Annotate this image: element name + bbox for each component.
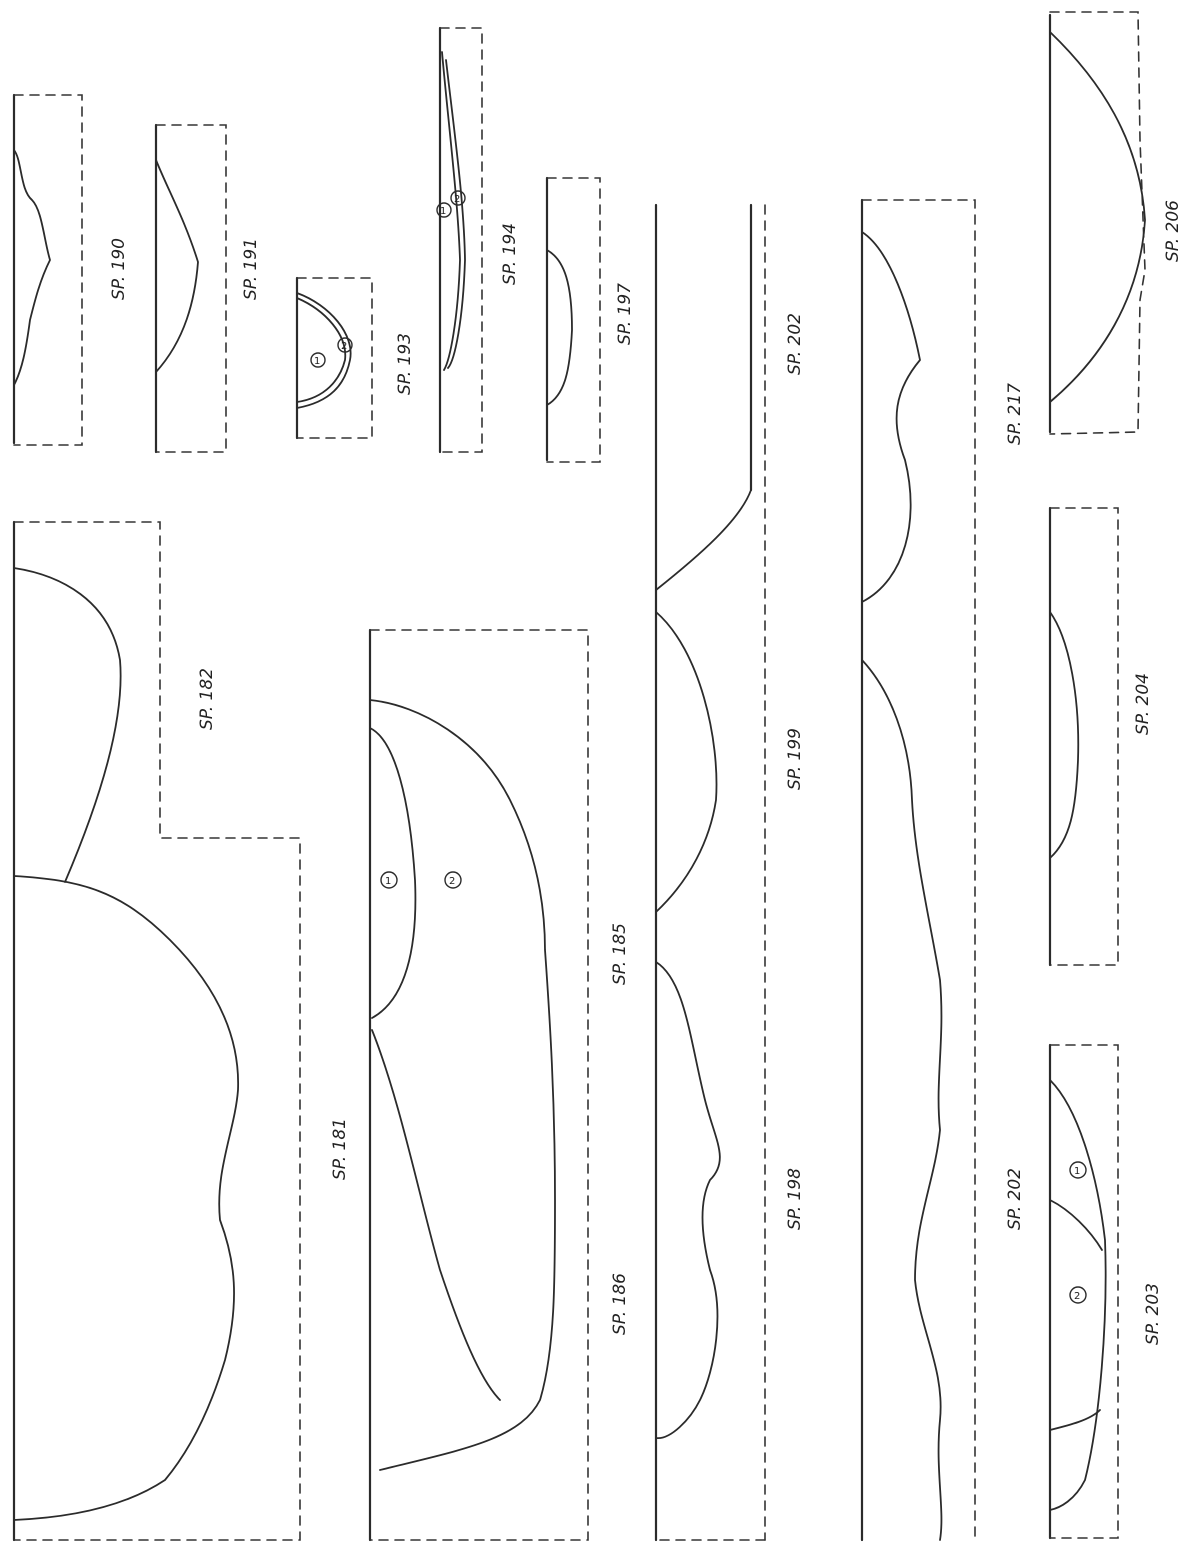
label-sp203: SP. 203 xyxy=(1143,1283,1163,1345)
label-sp204: SP. 204 xyxy=(1133,673,1153,735)
section-sp194: 1 2 SP. 194 xyxy=(436,26,520,454)
label-sp202-top: SP. 202 xyxy=(785,313,805,375)
section-sp193: 1 2 SP. 193 xyxy=(295,276,415,440)
layer-marker-1 xyxy=(380,871,398,889)
layer-marker-1 xyxy=(436,202,452,218)
section-sp182-181: SP. 182 SP. 181 xyxy=(12,520,350,1542)
svg-text:2: 2 xyxy=(341,341,347,352)
label-sp185: SP. 185 xyxy=(610,923,630,985)
label-sp217: SP. 217 xyxy=(1005,383,1025,445)
section-sp191: SP. 191 xyxy=(154,123,261,454)
label-sp194: SP. 194 xyxy=(500,223,520,285)
label-sp193: SP. 193 xyxy=(395,333,415,395)
section-sp197: SP. 197 xyxy=(545,176,635,463)
label-sp182: SP. 182 xyxy=(197,668,217,730)
section-sp190: SP. 190 xyxy=(12,93,129,446)
section-sp204: SP. 204 xyxy=(1048,506,1153,967)
label-sp181: SP. 181 xyxy=(330,1118,350,1180)
section-sp206: SP. 206 xyxy=(1048,11,1183,435)
label-sp198: SP. 198 xyxy=(785,1168,805,1230)
svg-text:1: 1 xyxy=(385,876,391,887)
layer-marker-2 xyxy=(1069,1286,1087,1304)
layer-marker-1 xyxy=(310,352,326,368)
section-sp217-202: SP. 217 SP. 202 xyxy=(860,198,1025,1542)
svg-text:1: 1 xyxy=(1074,1166,1080,1177)
svg-text:2: 2 xyxy=(449,876,455,887)
svg-text:2: 2 xyxy=(1074,1291,1080,1302)
section-sp202-199-198: SP. 202 SP. 199 SP. 198 xyxy=(654,203,805,1542)
section-sp185-186: 1 2 SP. 185 SP. 186 xyxy=(368,628,630,1542)
svg-text:1: 1 xyxy=(440,206,446,217)
svg-text:2: 2 xyxy=(454,194,460,205)
label-sp202-bottom: SP. 202 xyxy=(1005,1168,1025,1230)
layer-marker-2 xyxy=(444,871,462,889)
section-sp203: 1 2 SP. 203 xyxy=(1048,1043,1163,1540)
label-sp206: SP. 206 xyxy=(1163,200,1183,262)
label-sp197: SP. 197 xyxy=(615,283,635,345)
svg-text:1: 1 xyxy=(314,356,320,367)
label-sp199: SP. 199 xyxy=(785,728,805,790)
layer-marker-2 xyxy=(450,190,466,206)
label-sp191: SP. 191 xyxy=(241,238,261,300)
layer-marker-2 xyxy=(337,337,353,353)
label-sp190: SP. 190 xyxy=(109,238,129,300)
layer-marker-1 xyxy=(1069,1161,1087,1179)
label-sp186: SP. 186 xyxy=(610,1273,630,1335)
